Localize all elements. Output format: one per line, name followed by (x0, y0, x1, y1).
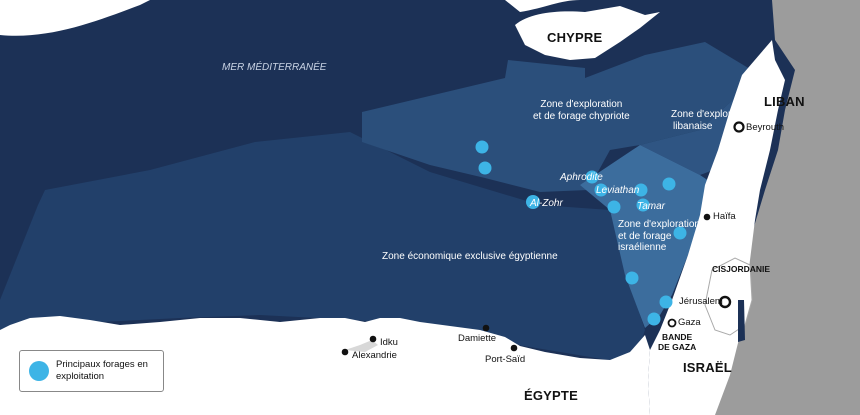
well-marker (659, 295, 673, 309)
zone-lebanon-line1: Zone d'exploration (671, 109, 753, 120)
city-label-idku: Idku (380, 337, 398, 348)
zone-israel-line2: et de forage (618, 230, 672, 242)
city-label-port-said: Port-Saïd (485, 354, 526, 365)
cyprus-zone (362, 42, 760, 192)
legend: Principaux forages en exploitation (19, 350, 164, 392)
country-label-lebanon: LIBAN (764, 94, 805, 109)
field-label-tamar: Tamar (637, 201, 665, 212)
zone-lebanon-line2: libanaise (673, 120, 713, 132)
land-northwest (0, 0, 150, 36)
city-marker-haifa (703, 213, 711, 221)
city-marker-gaza (667, 318, 677, 328)
field-label-aphrodite: Aphrodite (560, 172, 603, 183)
egyptian-zone (0, 132, 645, 362)
nile-delta (345, 340, 378, 352)
well-marker-aphrodite (585, 170, 599, 184)
city-marker-damiette (482, 324, 490, 332)
well-marker (662, 177, 676, 191)
city-label-haifa: Haïfa (713, 211, 736, 222)
country-label-egypt: ÉGYPTE (524, 388, 578, 403)
city-label-gaza: Gaza (678, 317, 701, 328)
zone-label-egypt: Zone économique exclusive égyptienne (382, 251, 558, 262)
levant-coast (648, 40, 785, 415)
well-marker-leviathan (594, 183, 608, 197)
city-label-alexandrie: Alexandrie (352, 350, 397, 361)
city-marker-port-said (510, 344, 518, 352)
sea-label: MER MÉDITERRANÉE (222, 62, 327, 73)
zone-cyprus-line2: et de forage chypriote (533, 110, 630, 122)
land-north-turkey (505, 0, 580, 12)
zone-label-lebanon: Zone d'exploration libanaise (671, 109, 753, 132)
city-label-jerusalem: Jérusalem (679, 296, 723, 307)
well-marker (478, 161, 492, 175)
well-marker (634, 183, 648, 197)
zone-israel-line3: israélienne (618, 242, 667, 253)
zone-label-israel: Zone d'exploration et de forage israélie… (618, 219, 700, 254)
land-east (715, 0, 860, 415)
legend-well-icon (29, 361, 49, 381)
well-marker-tamar (636, 198, 650, 212)
city-label-beyrouth: Beyrouth (746, 122, 785, 133)
gaza-strip-line1: BANDE (662, 332, 693, 342)
israeli-zone (580, 145, 715, 328)
country-label-israel: ISRAËL (683, 360, 732, 375)
region-label-west-bank: CISJORDANIE (712, 264, 771, 274)
zone-cyprus-line1: Zone d'exploration (540, 99, 623, 110)
region-label-gaza-strip: BANDE DE GAZA (658, 332, 697, 353)
legend-label: Principaux forages en exploitation (56, 359, 148, 382)
well-marker (625, 271, 639, 285)
well-marker (673, 226, 687, 240)
gaza-strip-line2: DE GAZA (658, 341, 697, 352)
dead-sea (738, 300, 745, 342)
well-marker-zohr (526, 195, 540, 209)
cyprus-island (515, 6, 660, 60)
capital-marker-jerusalem (718, 295, 732, 309)
city-marker-idku (369, 335, 377, 343)
country-label-cyprus: CHYPRE (547, 30, 603, 45)
city-marker-alexandrie (341, 348, 349, 356)
city-label-damiette: Damiette (458, 333, 497, 344)
field-label-zohr: Al-Zohr (530, 198, 563, 209)
field-label-leviathan: Leviathan (596, 185, 640, 196)
zone-label-cyprus: Zone d'exploration et de forage chypriot… (533, 99, 630, 122)
well-marker (475, 140, 489, 154)
well-marker (607, 200, 621, 214)
capital-marker-beyrouth (733, 121, 745, 133)
well-marker (647, 312, 661, 326)
zone-israel-line1: Zone d'exploration (618, 219, 700, 230)
